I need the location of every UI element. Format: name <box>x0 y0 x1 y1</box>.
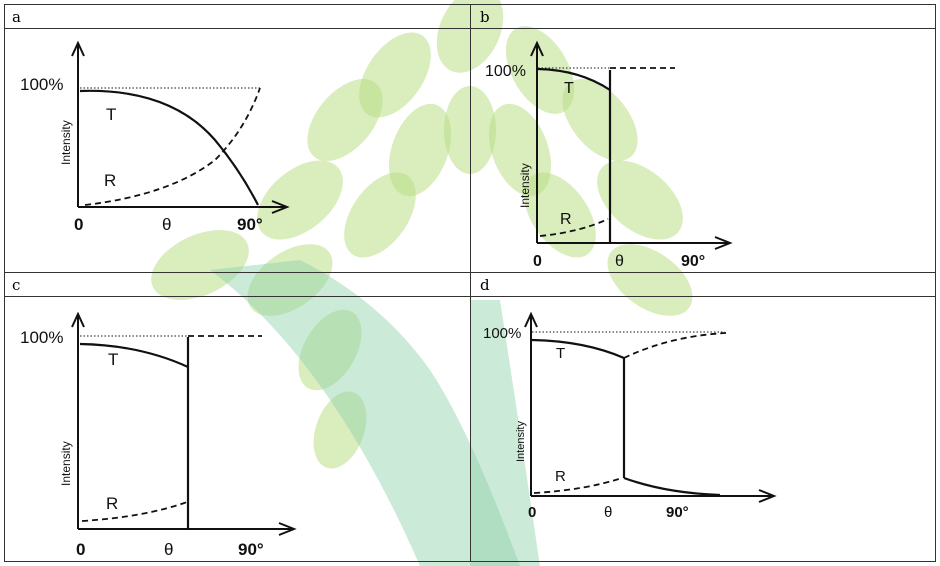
panel-d-curve-R-solid <box>623 476 721 497</box>
panel-letter-a: a <box>12 8 21 26</box>
panel-a-curve-R <box>84 87 261 206</box>
panel-d-x-arrow <box>758 489 777 503</box>
panel-c-label-T: T <box>108 350 118 369</box>
panel-a-label-T: T <box>106 105 116 124</box>
panel-c-label-intensity: Intensity <box>59 441 73 486</box>
panel-d-label-intensity: Intensity <box>515 421 527 462</box>
panel-a-label-100: 100% <box>20 75 63 94</box>
panel-b-label-intensity: Intensity <box>518 163 532 208</box>
panel-table-grid <box>4 4 936 562</box>
panel-a-y-arrow <box>71 40 85 57</box>
panel-d-label-theta: θ <box>604 504 612 521</box>
panel-c-curve-R <box>81 501 188 522</box>
panel-letter-b: b <box>480 8 490 26</box>
panel-a-label-theta: θ <box>162 215 171 234</box>
panel-d-label-100: 100% <box>483 325 521 342</box>
panel-d-y-arrow <box>524 311 538 328</box>
panel-c-y-arrow <box>71 311 85 328</box>
panel-b-curve-R <box>539 218 609 237</box>
panel-d-label-R: R <box>555 468 566 485</box>
panel-a-label-0: 0 <box>74 215 83 234</box>
panel-letter-c: c <box>12 276 20 294</box>
panel-c-graph: 100% Intensity T R 0 θ 90° <box>20 311 297 559</box>
panel-letter-d: d <box>480 276 490 294</box>
panel-b-label-theta: θ <box>615 253 624 270</box>
panel-a-graph: 100% Intensity T R 0 θ 90° <box>20 40 290 234</box>
panel-c-label-R: R <box>106 494 118 513</box>
panel-c-label-0: 0 <box>76 540 85 559</box>
panel-c-label-90: 90° <box>238 540 264 559</box>
panel-d-curve-T <box>531 338 625 360</box>
panel-d-label-0: 0 <box>528 504 536 521</box>
panel-a-curve-T <box>79 89 259 206</box>
panel-a-label-intensity: Intensity <box>59 120 73 165</box>
panel-b-label-0: 0 <box>533 253 542 270</box>
panel-d-curve-R <box>533 477 623 494</box>
panel-c-x-arrow <box>278 522 297 536</box>
panel-a-x-arrow <box>271 200 290 214</box>
panel-b-curve-T <box>537 67 611 91</box>
panel-d-label-90: 90° <box>666 504 689 521</box>
panel-b-graph: 100% Intensity T R 0 θ 90° <box>485 40 733 270</box>
panel-b-label-R: R <box>560 211 572 228</box>
panel-c-label-100: 100% <box>20 328 63 347</box>
panel-d-label-T: T <box>556 345 565 362</box>
panel-b-x-arrow <box>714 236 733 250</box>
panel-c-label-theta: θ <box>164 540 173 559</box>
panel-c-curve-T <box>79 342 189 369</box>
watermark-tree-logo <box>151 0 693 566</box>
panel-a-label-90: 90° <box>237 215 263 234</box>
panel-d-curve-T-dashed <box>623 332 727 359</box>
panel-d-graph: 100% Intensity T R 0 θ 90° <box>483 311 777 521</box>
panel-b-label-100: 100% <box>485 63 526 80</box>
panel-b-label-90: 90° <box>681 253 705 270</box>
panel-b-label-T: T <box>564 80 574 97</box>
panel-b-y-arrow <box>530 40 544 57</box>
panel-a-label-R: R <box>104 171 116 190</box>
